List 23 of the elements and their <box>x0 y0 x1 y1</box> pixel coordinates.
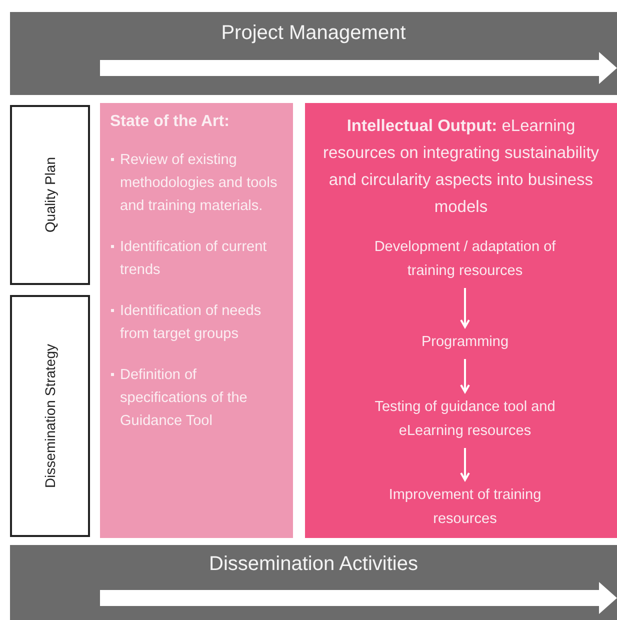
panel-heading: Intellectual Output: eLearning resources on integrating sustainability and circularity aspects into business models <box>322 116 600 218</box>
vertical-label: Quality Plan <box>42 157 58 233</box>
content-panel <box>100 103 293 538</box>
arrow <box>460 448 470 481</box>
content-panel <box>305 103 617 538</box>
step-text: Improvement of training resources <box>375 483 555 533</box>
step-text: Programming <box>360 330 570 356</box>
side-panel <box>10 295 90 537</box>
step-text: Testing of guidance tool and eLearning resources <box>345 395 585 445</box>
vertical-label: Dissemination Strategy <box>42 344 58 488</box>
side-panel <box>10 105 90 285</box>
footer-band <box>10 545 617 620</box>
bullet-text: Identification of current trends <box>120 238 268 280</box>
bullet-text: Identification of needs from target groups <box>120 302 262 344</box>
panel-heading: State of the Art: <box>110 113 230 131</box>
step-text: Development / adaptation of training resources <box>360 235 570 285</box>
arrow <box>460 359 470 393</box>
bullet-text: Review of existing methodologies and tools and training materials. <box>120 151 278 216</box>
band-title: Project Management <box>220 22 407 45</box>
arrow <box>460 288 470 328</box>
bullet-text: Definition of specifications of the Guidance Tool <box>120 366 248 431</box>
band-title: Dissemination Activities <box>208 553 419 576</box>
header-band <box>10 12 617 95</box>
